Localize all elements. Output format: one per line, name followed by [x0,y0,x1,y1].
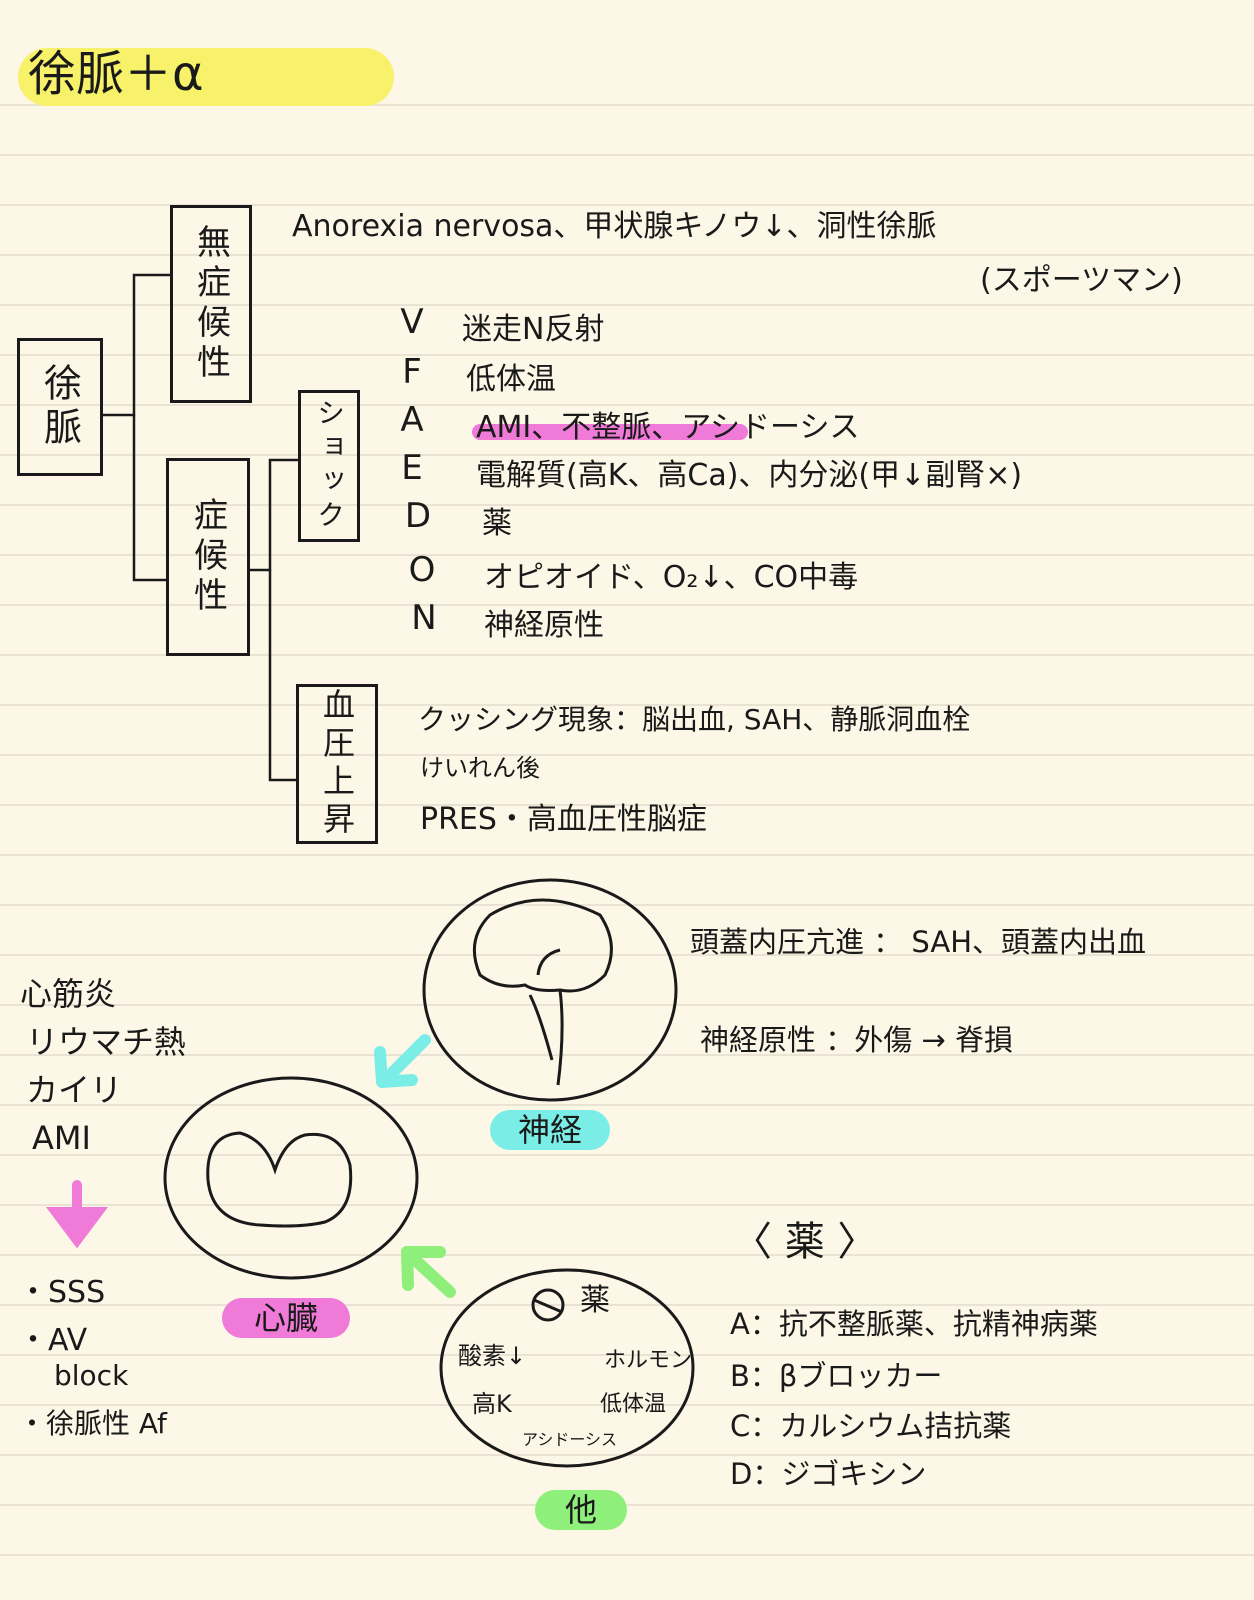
drug-item-b: B：βブロッカー [730,1359,943,1393]
shock-letter-e: E [401,448,423,488]
title-highlight [18,48,394,106]
box-bp-rise: 血圧上昇 [296,684,378,844]
other-item-hormone: ホルモン [604,1348,693,1373]
drug-item-a: A：抗不整脈薬、抗精神病薬 [730,1307,1098,1341]
shock-item-d: 薬 [482,506,512,541]
shock-item-e: 電解質(高K、高Ca)、内分泌(甲↓副腎×) [476,458,1023,493]
box-asymptomatic: 無症候性 [170,205,252,403]
label-other: 他 [535,1490,627,1530]
box-symptomatic: 症候性 [166,458,250,656]
other-item-acidosis: アシドーシス [522,1430,618,1449]
bp-item-pres: PRES・高血圧性脳症 [420,802,707,837]
drugs-heading: 〈 薬 〉 [732,1219,878,1265]
asymptomatic-line-1: Anorexia nervosa、甲状腺キノウ↓、洞性徐脈 [292,209,937,244]
shock-item-a: AMI、不整脈、アシドーシス [476,410,860,445]
heart-result-block: block [54,1359,129,1392]
root-box-bradycardia: 徐脈 [17,338,103,476]
heart-cause-myocarditis: 心筋炎 [20,975,117,1013]
shock-item-n: 神経原性 [484,608,604,643]
neuro-note-icp: 頭蓋内圧亢進 ： SAH、頭蓋内出血 [690,925,1147,959]
heart-result-sss: ・SSS [18,1275,106,1310]
bp-item-post-seizure: けいれん後 [420,754,540,782]
shock-letter-a: A [400,400,424,440]
shock-letter-o: O [408,550,436,590]
ami-highlight [472,424,748,440]
heart-cause-dissection: カイリ [26,1071,123,1109]
shock-item-v: 迷走N反射 [462,312,605,347]
heart-cause-rheumatic-fever: リウマチ熱 [26,1023,187,1061]
shock-item-o: オピオイド、O₂↓、CO中毒 [484,560,859,595]
label-heart: 心臓 [222,1298,350,1338]
heart-result-av: ・AV [18,1323,88,1358]
drug-item-d: D：ジゴキシン [730,1457,927,1491]
other-item-hyperk: 高K [472,1390,512,1418]
shock-item-f: 低体温 [466,362,556,397]
box-shock: ショック [298,390,360,542]
drug-item-c: C：カルシウム拮抗薬 [730,1409,1012,1443]
heart-result-af: ・徐脈性 Af [18,1407,167,1440]
asymptomatic-line-2: (スポーツマン) [980,263,1183,298]
shock-letter-v: V [400,302,424,342]
other-item-hypothermia: 低体温 [600,1392,667,1417]
heart-cause-ami: AMI [32,1119,91,1157]
page-title: 徐脈＋α [28,46,204,102]
other-item-drug: 薬 [580,1283,610,1318]
bp-item-cushing: クッシング現象：脳出血, SAH、静脈洞血栓 [418,703,971,736]
shock-letter-d: D [404,496,432,536]
shock-letter-f: F [402,352,422,392]
neuro-note-neurogenic: 神経原性 ：外傷 → 脊損 [700,1023,1013,1057]
shock-letter-n: N [411,598,437,638]
label-neuro: 神経 [490,1110,610,1150]
other-item-oxygen: 酸素↓ [458,1342,527,1370]
